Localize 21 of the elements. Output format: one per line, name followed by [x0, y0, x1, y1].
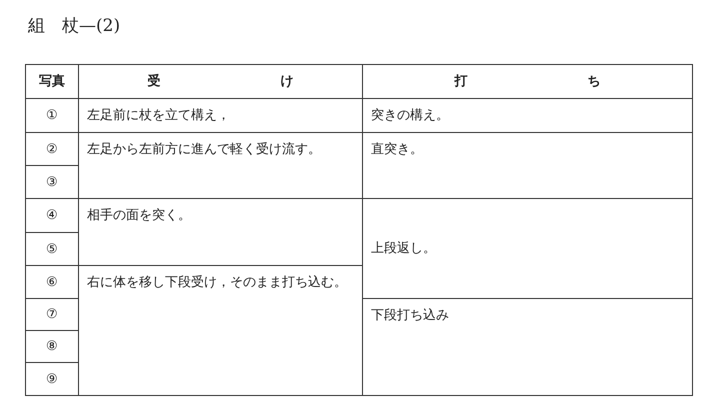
photo-number: ⑤ — [45, 241, 59, 259]
photo-number: ① — [45, 107, 59, 125]
photo-number: ⑨ — [45, 371, 59, 389]
photo-number: ⑥ — [45, 274, 59, 292]
technique-text: 左足前に杖を立て構え， — [87, 107, 231, 125]
photo-number: ② — [45, 141, 59, 159]
technique-text: 上段返し。 — [371, 240, 436, 258]
photo-number: ③ — [45, 174, 59, 192]
technique-text: 直突き。 — [371, 141, 424, 159]
technique-text: 突きの構え。 — [371, 107, 450, 125]
column-header: 打ち — [454, 73, 716, 91]
technique-text: 下段打ち込み — [371, 307, 450, 325]
photo-number: ⑦ — [45, 306, 59, 324]
photo-number: ④ — [45, 207, 59, 225]
column-header: 受け — [148, 72, 414, 91]
page-title: 組 杖—(2) — [28, 15, 120, 37]
technique-text: 相手の面を突く。 — [87, 207, 192, 225]
technique-text: 右に体を移し下段受け，そのまま打ち込む。 — [87, 274, 348, 292]
technique-text: 左足から左前方に進んで軽く受け流す。 — [87, 141, 322, 159]
photo-number: ⑧ — [45, 338, 59, 356]
column-header: 写真 — [38, 73, 66, 91]
